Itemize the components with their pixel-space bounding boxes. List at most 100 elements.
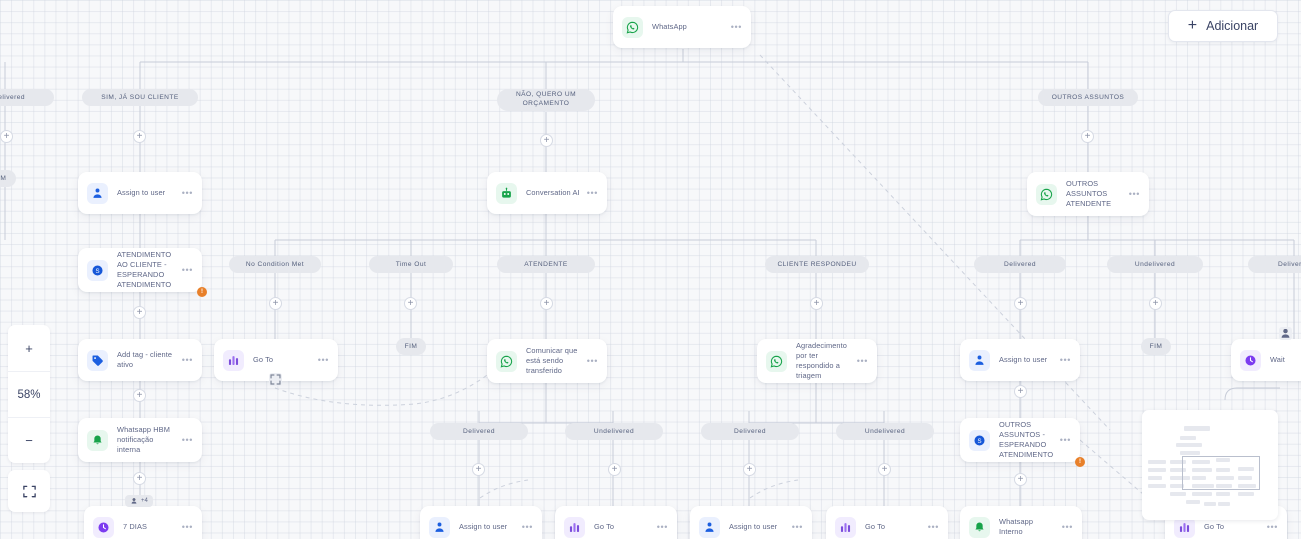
add-step-button[interactable]: + bbox=[1014, 473, 1027, 486]
add-step-button[interactable]: + bbox=[1014, 385, 1027, 398]
minimap-node bbox=[1180, 451, 1200, 455]
add-step-button[interactable]: + bbox=[133, 306, 146, 319]
node-label: WhatsApp bbox=[652, 22, 687, 31]
add-step-button[interactable]: + bbox=[133, 472, 146, 485]
node-menu-button[interactable]: ••• bbox=[181, 434, 193, 445]
branch-label-pill-fim-right[interactable]: FIM bbox=[1141, 338, 1171, 355]
branch-label-pill-delivered-b2[interactable]: Delivered bbox=[701, 423, 799, 440]
add-step-button[interactable]: + bbox=[608, 463, 621, 476]
branch-label-pill-delivered-r1[interactable]: Delivered bbox=[974, 256, 1066, 273]
whatsapp-icon bbox=[770, 355, 783, 367]
branch-label-pill-time-out[interactable]: Time Out bbox=[369, 256, 453, 273]
branch-label-pill-undelivered-r1[interactable]: Undelivered bbox=[1107, 256, 1203, 273]
branch-label-pill-undelivered-b1[interactable]: Undelivered bbox=[565, 423, 663, 440]
branch-label-pill-atendente[interactable]: ATENDENTE bbox=[497, 256, 595, 273]
minimap-node bbox=[1170, 476, 1190, 480]
minimap-node bbox=[1192, 476, 1206, 480]
node-menu-button[interactable]: ••• bbox=[1059, 354, 1071, 365]
node-menu-button[interactable]: ••• bbox=[656, 521, 668, 532]
expand-node-button[interactable] bbox=[269, 373, 282, 386]
branch-label-pill-no-condition-met[interactable]: No Condition Met bbox=[229, 256, 321, 273]
node-label: Assign to user bbox=[117, 188, 166, 197]
minimap-node bbox=[1216, 492, 1230, 496]
whatsapp-icon bbox=[500, 355, 513, 367]
bell-icon bbox=[87, 429, 108, 451]
branch-label-pill-delivered-left[interactable]: Delivered bbox=[0, 89, 54, 106]
add-step-button[interactable]: + bbox=[133, 130, 146, 143]
node-assign-user-4[interactable]: Assign to user••• bbox=[690, 506, 812, 539]
node-menu-button[interactable]: ••• bbox=[927, 521, 939, 532]
node-menu-button[interactable]: ••• bbox=[317, 354, 329, 365]
node-menu-button[interactable]: ••• bbox=[1128, 188, 1140, 199]
add-step-button[interactable]: + bbox=[743, 463, 756, 476]
assigned-users-count: +4 bbox=[141, 498, 148, 504]
add-step-button[interactable]: + bbox=[540, 297, 553, 310]
add-button[interactable]: + Adicionar bbox=[1168, 10, 1278, 42]
node-outros-assuntos-atendente[interactable]: OUTROS ASSUNTOS ATENDENTE••• bbox=[1027, 172, 1149, 216]
add-step-button[interactable]: + bbox=[1014, 297, 1027, 310]
node-menu-button[interactable]: ••• bbox=[1059, 434, 1071, 445]
node-whatsapp-hbm-notificacao[interactable]: Whatsapp HBM notificação interna••• bbox=[78, 418, 202, 462]
node-menu-button[interactable]: ••• bbox=[1266, 521, 1278, 532]
zoom-controls[interactable]: + 58% − bbox=[8, 325, 50, 463]
branch-label-pill-cliente-respondeu[interactable]: CLIENTE RESPONDEU bbox=[765, 256, 869, 273]
node-menu-button[interactable]: ••• bbox=[586, 187, 598, 198]
node-menu-button[interactable]: ••• bbox=[181, 354, 193, 365]
node-menu-button[interactable]: ••• bbox=[181, 187, 193, 198]
branch-label-pill-delivered-b1[interactable]: Delivered bbox=[430, 423, 528, 440]
node-add-tag-cliente-ativo[interactable]: Add tag - cliente ativo••• bbox=[78, 339, 202, 381]
branch-label-pill-outros-assuntos[interactable]: OUTROS ASSUNTOS bbox=[1038, 89, 1138, 106]
node-menu-button[interactable]: ••• bbox=[181, 264, 193, 275]
zoom-in-button[interactable]: + bbox=[25, 340, 33, 356]
node-assign-user-2[interactable]: Assign to user••• bbox=[960, 339, 1080, 381]
node-agradecimento-triagem[interactable]: Agradecimento por ter respondido a triag… bbox=[757, 339, 877, 383]
node-sete-dias[interactable]: 7 DIAS••• bbox=[84, 506, 202, 539]
add-step-button[interactable]: + bbox=[472, 463, 485, 476]
assigned-users-chip[interactable]: +4 bbox=[125, 495, 153, 507]
zoom-out-button[interactable]: − bbox=[8, 417, 50, 463]
node-whatsapp-interno[interactable]: Whatsapp Interno••• bbox=[960, 506, 1082, 539]
node-menu-button[interactable]: ••• bbox=[791, 521, 803, 532]
node-menu-button[interactable]: ••• bbox=[1061, 521, 1073, 532]
add-step-button[interactable]: + bbox=[540, 134, 553, 147]
minimap-node bbox=[1170, 484, 1184, 488]
add-step-button[interactable]: + bbox=[810, 297, 823, 310]
node-assign-user-3[interactable]: Assign to user••• bbox=[420, 506, 542, 539]
svg-text:S: S bbox=[95, 267, 99, 274]
branch-label-pill-nao-quero-orcamento[interactable]: NÃO, QUERO UM ORÇAMENTO bbox=[497, 89, 595, 111]
assign-user-icon bbox=[429, 516, 450, 538]
branch-label-pill-fim-left[interactable]: FIM bbox=[0, 170, 16, 187]
add-step-button[interactable]: + bbox=[1081, 130, 1094, 143]
branch-label-pill-fim-mid[interactable]: FIM bbox=[396, 338, 426, 355]
node-menu-button[interactable]: ••• bbox=[181, 521, 193, 532]
add-step-button[interactable]: + bbox=[0, 130, 13, 143]
add-step-button[interactable]: + bbox=[1149, 297, 1162, 310]
minimap-node bbox=[1186, 500, 1200, 504]
node-menu-button[interactable]: ••• bbox=[730, 21, 742, 32]
node-menu-button[interactable]: ••• bbox=[856, 355, 868, 366]
assign-user-chip[interactable] bbox=[1279, 327, 1292, 340]
minimap-viewport[interactable] bbox=[1182, 456, 1260, 490]
branch-label-pill-undelivered-b2[interactable]: Undelivered bbox=[836, 423, 934, 440]
branch-label-pill-sim-ja-sou-cliente[interactable]: SIM, JÁ SOU CLIENTE bbox=[82, 89, 198, 106]
fit-screen-button[interactable] bbox=[8, 470, 50, 512]
node-go-to-3[interactable]: Go To••• bbox=[826, 506, 948, 539]
node-conversation-ai[interactable]: Conversation AI••• bbox=[487, 172, 607, 214]
minimap[interactable] bbox=[1142, 410, 1278, 520]
node-wait-1[interactable]: Wait••• bbox=[1231, 339, 1301, 381]
node-assign-user-1[interactable]: Assign to user ••• bbox=[78, 172, 202, 214]
branch-label-pill-delivered-r2[interactable]: Delivered bbox=[1248, 256, 1301, 273]
node-menu-button[interactable]: ••• bbox=[521, 521, 533, 532]
node-menu-button[interactable]: ••• bbox=[586, 355, 598, 366]
add-step-button[interactable]: + bbox=[878, 463, 891, 476]
add-step-button[interactable]: + bbox=[404, 297, 417, 310]
node-whatsapp-root[interactable]: WhatsApp ••• bbox=[613, 6, 751, 48]
node-warning-badge: ! bbox=[197, 287, 207, 297]
add-step-button[interactable]: + bbox=[269, 297, 282, 310]
node-go-to-2[interactable]: Go To••• bbox=[555, 506, 677, 539]
node-comunicar-transferido[interactable]: Comunicar que está sendo transferido••• bbox=[487, 339, 607, 383]
add-step-button[interactable]: + bbox=[133, 389, 146, 402]
